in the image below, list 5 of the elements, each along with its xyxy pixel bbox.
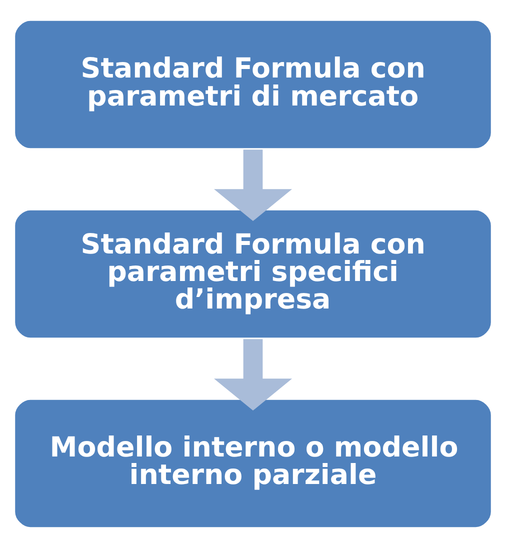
node-box: Standard Formula con parametri di mercato [12, 18, 494, 151]
arrow [214, 150, 292, 222]
node-box: Modello interno o modello interno parziale [12, 397, 494, 530]
node-box: Standard Formula con parametri specifici d’impresa [12, 208, 494, 340]
arrow [214, 339, 292, 410]
